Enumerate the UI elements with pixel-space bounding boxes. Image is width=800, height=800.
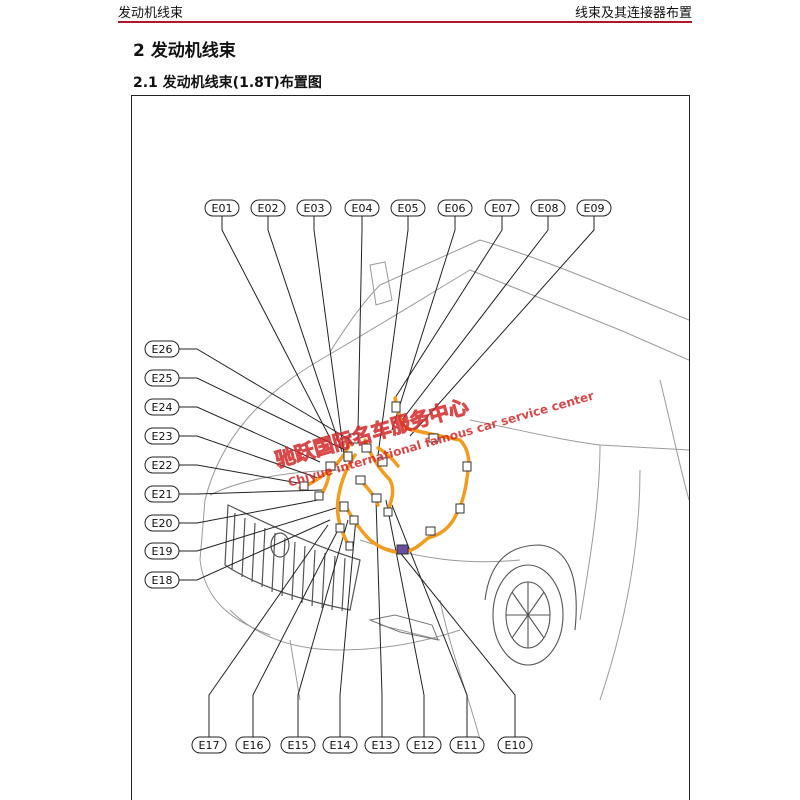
connector-e26-label: E26	[152, 343, 173, 356]
vehicle-outline	[199, 239, 689, 741]
connector-e15-bubble	[280, 736, 316, 754]
connector-e02-bubble	[250, 199, 286, 217]
connector-e09-leader	[409, 216, 595, 437]
connector-e24-bubble	[144, 398, 180, 416]
connector-e26-bubble	[144, 340, 180, 358]
connector-e02-leader	[267, 216, 343, 453]
connector-e25-bubble	[144, 369, 180, 387]
connector-e04-bubble	[344, 199, 380, 217]
connector-e20-bubble	[144, 514, 180, 532]
connector-e14-bubble	[322, 736, 358, 754]
connector-e16-label: E16	[243, 739, 264, 752]
connector-e07-leader	[394, 216, 503, 399]
connector-e23-leader	[179, 435, 319, 479]
connector-e17-bubble	[191, 736, 227, 754]
leader-lines	[179, 216, 595, 737]
connector-e13-label: E13	[372, 739, 393, 752]
connector-e11-bubble	[449, 736, 485, 754]
connector-e14-label: E14	[330, 739, 351, 752]
connector-e23-bubble	[144, 427, 180, 445]
harness-connectors	[299, 401, 472, 555]
connector-e22-label: E22	[152, 459, 173, 472]
connector-e21-label: E21	[152, 488, 173, 501]
connector-labels: E01 E02 E03 E04 E05 E06 E07 E08 E09E26E25E24E23E…	[144, 199, 612, 754]
connector-e11-leader	[391, 504, 468, 737]
connector-e18-leader	[179, 519, 331, 581]
connector-e06-bubble	[437, 199, 473, 217]
connector-e12-bubble	[406, 736, 442, 754]
connector-e16-leader	[252, 529, 339, 737]
connector-e25-leader	[179, 377, 346, 451]
connector-e06-leader	[391, 216, 456, 431]
connector-e02-label: E02	[258, 202, 279, 215]
connector-e12-label: E12	[414, 739, 435, 752]
connector-e08-bubble	[530, 199, 566, 217]
connector-e13-leader	[375, 499, 383, 737]
connector-e14-leader	[339, 517, 357, 737]
connector-e09-label: E09	[584, 202, 605, 215]
section-subtitle: 2.1 发动机线束(1.8T)布置图	[133, 75, 322, 91]
connector-e19-bubble	[144, 542, 180, 560]
connector-e09-bubble	[576, 199, 612, 217]
connector-e18-bubble	[144, 571, 180, 589]
connector-e07-bubble	[484, 199, 520, 217]
diagram-frame	[131, 95, 690, 800]
connector-e20-label: E20	[152, 517, 173, 530]
connector-e11-label: E11	[457, 739, 478, 752]
connector-e03-leader	[313, 216, 346, 463]
connector-e04-label: E04	[352, 202, 373, 215]
connector-e01-bubble	[204, 199, 240, 217]
connector-e24-label: E24	[152, 401, 173, 414]
connector-e17-leader	[208, 524, 329, 737]
connector-e08-label: E08	[538, 202, 559, 215]
page-header: 发动机线束 线束及其连接器布置	[0, 0, 800, 23]
connector-e08-leader	[401, 216, 549, 421]
connector-e04-leader	[357, 216, 363, 431]
connector-e07-label: E07	[492, 202, 513, 215]
connector-e05-label: E05	[398, 202, 419, 215]
connector-e03-label: E03	[304, 202, 325, 215]
connector-e19-leader	[179, 507, 337, 552]
connector-e22-bubble	[144, 456, 180, 474]
connector-e25-label: E25	[152, 372, 173, 385]
connector-e15-leader	[297, 519, 349, 737]
connector-e24-leader	[179, 406, 321, 463]
connector-e26-leader	[179, 348, 351, 441]
connector-e10-label: E10	[505, 739, 526, 752]
header-rule	[118, 21, 692, 23]
connector-e05-leader	[377, 216, 409, 456]
connector-e21-leader	[179, 489, 323, 495]
connector-e20-leader	[179, 499, 319, 524]
connector-e01-leader	[221, 216, 331, 439]
header-right-title: 线束及其连接器布置	[574, 6, 692, 21]
connector-e22-leader	[179, 464, 305, 485]
connector-e03-bubble	[296, 199, 332, 217]
connector-e17-label: E17	[199, 739, 220, 752]
section-title: 2 发动机线束	[133, 41, 236, 61]
connector-e10-leader	[397, 549, 516, 737]
headlight	[368, 614, 439, 641]
connector-e01-label: E01	[212, 202, 233, 215]
connector-e05-bubble	[390, 199, 426, 217]
connector-e15-label: E15	[288, 739, 309, 752]
connector-e23-label: E23	[152, 430, 173, 443]
connector-e12-leader	[385, 499, 425, 737]
front-wheel	[484, 544, 577, 666]
connector-e13-bubble	[364, 736, 400, 754]
watermark: 驰跃国际名车服务中心 Chiyue international famous c…	[272, 389, 596, 490]
connector-e21-bubble	[144, 485, 180, 503]
connector-e19-label: E19	[152, 545, 173, 558]
header-left-title: 发动机线束	[118, 6, 184, 21]
connector-e16-bubble	[235, 736, 271, 754]
connector-e06-label: E06	[445, 202, 466, 215]
connector-e18-label: E18	[152, 574, 173, 587]
connector-e10-bubble	[497, 736, 533, 754]
